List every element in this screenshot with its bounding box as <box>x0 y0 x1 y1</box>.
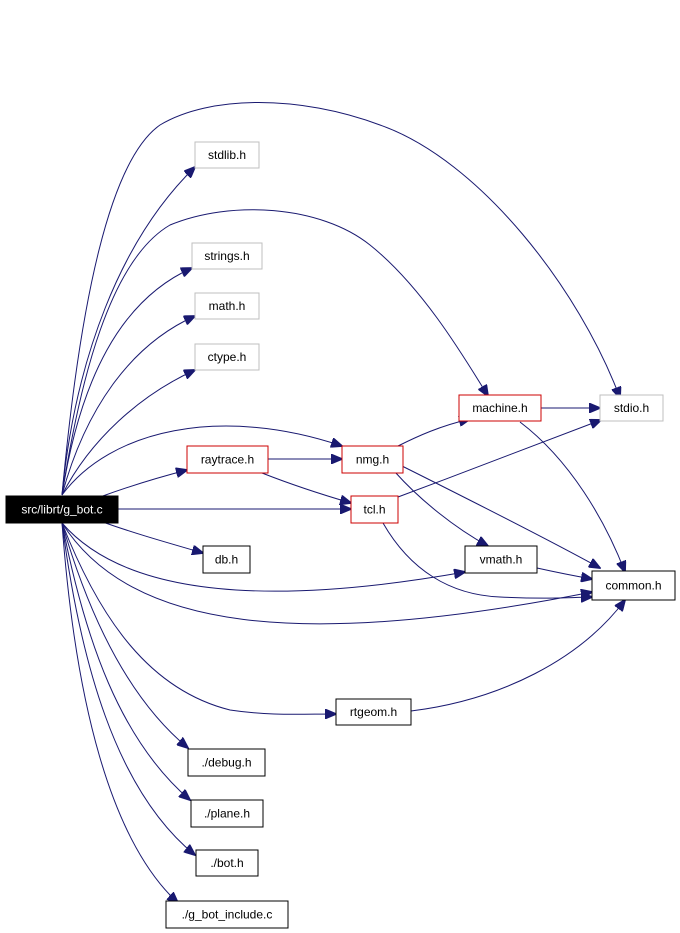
node-bot-label: ./bot.h <box>210 856 243 870</box>
edge-rtgeom-common <box>410 600 625 712</box>
node-strings-label: strings.h <box>204 249 249 263</box>
dependency-edges <box>61 102 625 904</box>
edge-root-common <box>61 522 592 625</box>
edge-nmg-common <box>401 465 600 568</box>
node-machine-label: machine.h <box>472 401 527 415</box>
node-tcl[interactable]: tcl.h <box>350 495 399 524</box>
node-nmg[interactable]: nmg.h <box>341 445 404 474</box>
node-db[interactable]: db.h <box>202 545 251 574</box>
node-vmath-label: vmath.h <box>480 553 523 567</box>
edge-root-math <box>61 316 195 496</box>
graph-nodes: src/librt/g_bot.c stdlib.h strings.h mat… <box>5 141 676 929</box>
node-common-label: common.h <box>605 579 661 593</box>
edge-root-stdio <box>61 102 620 496</box>
node-ctype-label: ctype.h <box>208 350 247 364</box>
edge-root-raytrace <box>99 470 187 498</box>
node-plane-label: ./plane.h <box>204 807 250 821</box>
edge-root-ctype <box>61 370 195 496</box>
edge-nmg-machine <box>397 419 470 447</box>
node-root-label: src/librt/g_bot.c <box>21 503 102 517</box>
node-debug-label: ./debug.h <box>201 756 251 770</box>
edge-machine-common <box>519 421 625 572</box>
node-include-label: ./g_bot_include.c <box>182 908 273 922</box>
node-root[interactable]: src/librt/g_bot.c <box>5 495 119 524</box>
node-ctype[interactable]: ctype.h <box>194 343 260 371</box>
node-tcl-label: tcl.h <box>363 503 385 517</box>
node-machine[interactable]: machine.h <box>458 394 542 422</box>
edge-raytrace-tcl <box>261 472 351 503</box>
edge-root-include <box>61 522 178 903</box>
edge-nmg-vmath <box>394 471 488 546</box>
node-rtgeom-label: rtgeom.h <box>350 705 397 719</box>
node-plane[interactable]: ./plane.h <box>190 799 264 828</box>
node-stdlib-label: stdlib.h <box>208 148 246 162</box>
edge-tcl-common <box>382 522 592 598</box>
node-nmg-label: nmg.h <box>356 453 389 467</box>
edge-root-bot <box>61 522 195 855</box>
node-stdio[interactable]: stdio.h <box>599 394 664 422</box>
node-debug[interactable]: ./debug.h <box>187 748 266 777</box>
edge-root-strings <box>61 268 192 496</box>
node-rtgeom[interactable]: rtgeom.h <box>335 698 412 726</box>
node-strings[interactable]: strings.h <box>191 242 263 270</box>
edge-root-vmath <box>61 522 465 592</box>
edge-root-rtgeom <box>61 522 336 714</box>
edge-tcl-stdio <box>397 420 601 498</box>
node-db-label: db.h <box>215 553 238 567</box>
edge-root-nmg <box>61 425 342 496</box>
edge-root-debug <box>61 522 188 748</box>
node-math[interactable]: math.h <box>194 292 260 320</box>
edge-root-plane <box>61 522 190 800</box>
node-include[interactable]: ./g_bot_include.c <box>165 900 289 929</box>
node-common[interactable]: common.h <box>591 570 676 601</box>
edge-root-machine <box>61 209 488 496</box>
edge-root-stdlib <box>61 167 195 496</box>
node-raytrace[interactable]: raytrace.h <box>186 445 269 474</box>
edge-root-db <box>99 520 203 553</box>
node-vmath[interactable]: vmath.h <box>464 545 538 574</box>
node-math-label: math.h <box>209 299 246 313</box>
node-stdio-label: stdio.h <box>614 401 649 415</box>
node-raytrace-label: raytrace.h <box>201 453 254 467</box>
node-stdlib[interactable]: stdlib.h <box>194 141 260 169</box>
edge-vmath-common <box>536 567 592 579</box>
node-bot[interactable]: ./bot.h <box>195 849 259 877</box>
